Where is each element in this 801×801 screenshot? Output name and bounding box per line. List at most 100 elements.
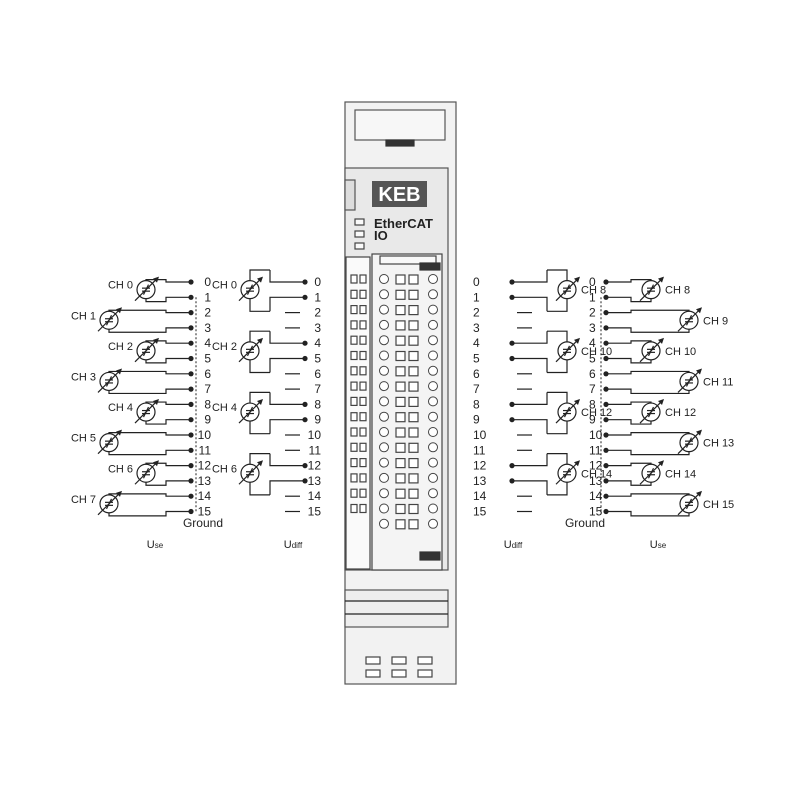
pin-number: 7 xyxy=(314,382,321,396)
meter-arrow xyxy=(555,399,580,424)
wire xyxy=(249,359,270,374)
meter-arrowhead xyxy=(696,307,702,314)
channel-label: CH 9 xyxy=(703,315,728,327)
meter-arrowhead xyxy=(116,307,122,314)
wire xyxy=(269,480,305,495)
wire xyxy=(606,357,652,364)
vent-slot xyxy=(391,656,407,665)
pin-number: 14 xyxy=(473,489,487,503)
pin-number: 7 xyxy=(589,382,596,396)
pin-number: 4 xyxy=(589,336,596,350)
spring-slot xyxy=(408,305,419,316)
led xyxy=(350,381,358,391)
led xyxy=(350,320,358,330)
pin-number: 1 xyxy=(204,290,211,304)
pin-number: 6 xyxy=(314,367,321,381)
spring-slot xyxy=(395,320,406,331)
meter-arrow xyxy=(677,307,702,332)
meter-arrowhead xyxy=(153,276,159,283)
pin-number: 12 xyxy=(473,459,487,473)
meter-arrowhead xyxy=(574,337,580,344)
meter-arrowhead xyxy=(257,276,263,283)
meter-arrow xyxy=(97,491,122,516)
channel-label: CH 0 xyxy=(108,280,133,292)
screw-hole xyxy=(379,411,389,422)
screw-hole xyxy=(428,274,438,284)
spring-slot xyxy=(408,289,419,300)
channel-label: CH 8 xyxy=(665,285,690,297)
wire xyxy=(512,357,548,373)
meter-arrow xyxy=(639,338,664,363)
spring-slot xyxy=(408,458,419,469)
wire xyxy=(606,449,690,456)
spring-slot xyxy=(408,427,419,438)
spring-slot xyxy=(408,519,419,530)
screw-hole xyxy=(428,427,438,437)
wire xyxy=(512,419,548,434)
screw-hole xyxy=(379,381,389,392)
meter-arrowhead xyxy=(116,490,122,497)
pin-number: 4 xyxy=(473,336,480,350)
wire xyxy=(145,419,191,425)
vent-slot xyxy=(391,669,407,678)
meter-arrow xyxy=(555,338,580,363)
led xyxy=(350,289,358,299)
wire xyxy=(512,296,548,312)
side-notch xyxy=(344,179,356,211)
meter-arrow xyxy=(238,338,263,363)
pin-number: 10 xyxy=(308,428,322,442)
meter-arrowhead xyxy=(153,460,159,467)
vent-slot xyxy=(417,669,433,678)
screw-hole xyxy=(379,274,389,284)
meter-arrow xyxy=(555,277,580,302)
pin-number: 11 xyxy=(309,443,322,457)
wire xyxy=(606,370,690,375)
product-name-line1: EtherCAT xyxy=(374,216,433,231)
screw-hole xyxy=(428,335,438,346)
meter-arrow xyxy=(134,399,159,424)
screw-hole xyxy=(379,304,389,315)
led xyxy=(359,320,367,330)
screw-hole xyxy=(428,472,438,483)
wire xyxy=(606,432,690,436)
wire xyxy=(512,392,548,405)
led xyxy=(359,488,367,498)
wire xyxy=(269,419,305,434)
screw-hole xyxy=(379,289,389,300)
channel-label: CH 11 xyxy=(703,376,733,388)
wire xyxy=(145,340,191,344)
channel-label: CH 4 xyxy=(212,402,237,414)
spring-slot xyxy=(408,274,419,285)
wire xyxy=(108,449,191,456)
keb-logo: KEB xyxy=(378,184,420,206)
wire xyxy=(547,359,568,374)
meter-arrow xyxy=(134,277,159,302)
pin-number: 6 xyxy=(204,367,211,381)
meter-arrowhead xyxy=(658,337,664,344)
pin-number: 5 xyxy=(204,352,211,366)
led xyxy=(359,289,367,299)
spring-slot xyxy=(408,442,419,453)
pin-number: 10 xyxy=(198,428,212,442)
wire xyxy=(145,480,191,486)
led xyxy=(359,396,367,406)
wire xyxy=(145,296,191,303)
wire xyxy=(249,482,270,496)
wire xyxy=(249,330,270,342)
meter-arrowhead xyxy=(116,368,122,375)
pin-number: 7 xyxy=(204,382,211,396)
spring-slot xyxy=(395,381,406,392)
wire xyxy=(249,298,270,312)
wire xyxy=(269,331,305,344)
pin-number: 4 xyxy=(204,336,211,350)
terminal-top-bar xyxy=(379,255,437,265)
spring-slot xyxy=(408,366,419,377)
meter-arrowhead xyxy=(696,490,702,497)
top-latch xyxy=(385,139,415,147)
led xyxy=(350,473,358,483)
wire xyxy=(606,309,690,314)
pin-number: 5 xyxy=(589,352,596,366)
